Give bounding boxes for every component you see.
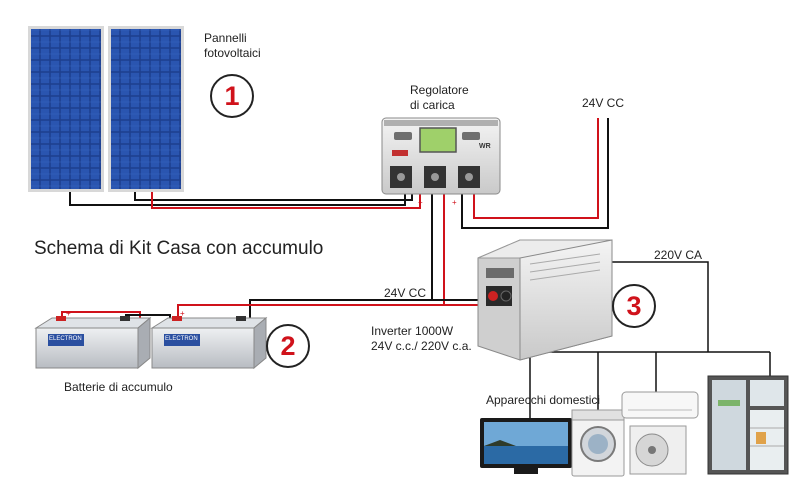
charge-regulator-icon: [381, 117, 501, 195]
inverter-label-line2: 24V c.c./ 220V c.a.: [371, 339, 472, 353]
wires-dc-output: [461, 118, 609, 229]
badge-inverter: 3: [612, 284, 656, 328]
battery-left-brand: ELECTRON: [49, 336, 82, 342]
badge-panels: 1: [210, 74, 254, 118]
appliances: [480, 375, 789, 477]
battery-right-icon: [150, 316, 268, 370]
wires-panels-regulator: [69, 190, 421, 209]
refrigerator-icon: [707, 375, 789, 475]
polarity-markers: + + + +: [66, 198, 457, 318]
solar-panel-right-icon: [108, 26, 184, 192]
tv-icon: [480, 418, 572, 474]
dc-output-label: 24V CC: [582, 96, 625, 110]
panels-label: Pannelli fotovoltaici: [204, 31, 261, 61]
regulator-label-line2: di carica: [410, 98, 455, 112]
wires-ac-output: [529, 261, 771, 418]
washing-machine-icon: [571, 409, 625, 477]
svg-text:+: +: [452, 198, 457, 207]
dc-bus-label: 24V CC: [384, 286, 427, 300]
regulator-brand: WR: [479, 143, 491, 150]
batteries: [34, 316, 268, 370]
diagram-title: Schema di Kit Casa con accumulo: [34, 238, 324, 259]
inverter-label-line1: Inverter 1000W: [371, 324, 454, 338]
appliances-label: Apparecchi domestici: [486, 393, 601, 407]
panels-label-line2: fotovoltaici: [204, 46, 261, 60]
regulator-label: Regolatore di carica: [410, 83, 469, 113]
inverter-icon: [477, 239, 613, 361]
solar-panels: [28, 26, 184, 192]
battery-left-icon: [34, 316, 152, 370]
badge-batteries: 2: [266, 324, 310, 368]
wires-battery-bus: [61, 190, 501, 318]
air-conditioner-icon: [621, 391, 699, 475]
solar-panel-left-icon: [28, 26, 104, 192]
svg-text:+: +: [66, 309, 71, 318]
inverter-label: Inverter 1000W 24V c.c./ 220V c.a.: [371, 324, 472, 354]
panels-label-line1: Pannelli: [204, 31, 247, 45]
batteries-label: Batterie di accumulo: [64, 380, 173, 394]
svg-text:+: +: [418, 198, 423, 207]
svg-text:+: +: [180, 309, 185, 318]
battery-right-brand: ELECTRON: [165, 336, 198, 342]
regulator-label-line1: Regolatore: [410, 83, 469, 97]
ac-output-label: 220V CA: [654, 248, 703, 262]
